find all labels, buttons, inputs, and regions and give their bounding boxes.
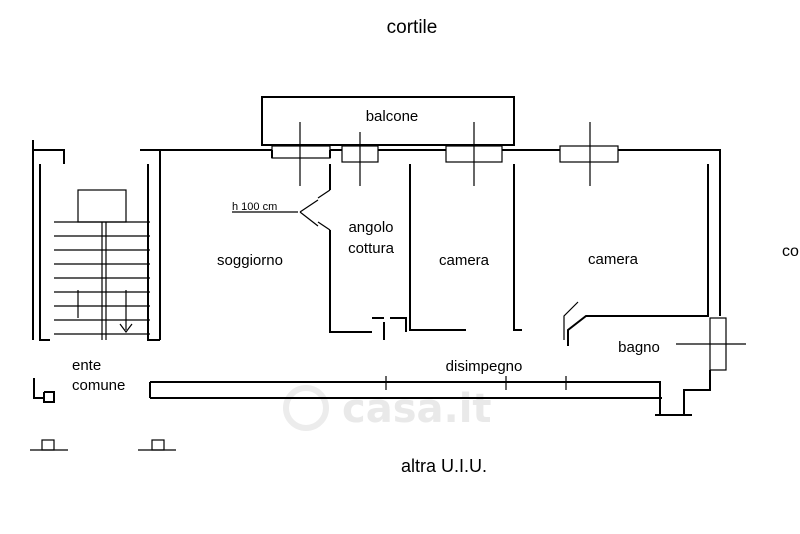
common-area-marks (30, 378, 176, 451)
stairwell (32, 140, 161, 341)
watermark-logo-icon (283, 385, 329, 431)
label-camera-1: camera (439, 252, 490, 269)
balcony-outline (261, 96, 515, 146)
label-balcone: balcone (366, 108, 419, 125)
label-comune: comune (72, 377, 125, 394)
label-cortile-top: cortile (387, 17, 438, 38)
label-soggiorno: soggiorno (217, 252, 283, 269)
bathroom-window (676, 317, 746, 371)
label-cottura: cottura (348, 240, 395, 257)
watermark: casa.it (283, 385, 492, 432)
label-ente: ente (72, 357, 101, 374)
outer-walls (149, 145, 721, 416)
watermark-text: casa.it (342, 386, 492, 432)
label-bagno: bagno (618, 339, 660, 356)
label-cortile-right: co (782, 243, 799, 260)
interior-walls (299, 164, 709, 390)
label-disimpegno: disimpegno (446, 358, 523, 375)
label-camera-2: camera (588, 251, 639, 268)
window-axis-marks (299, 122, 591, 186)
label-angolo: angolo (348, 219, 393, 236)
label-height-note: h 100 cm (232, 201, 277, 213)
label-altra-uiu: altra U.I.U. (401, 456, 487, 476)
